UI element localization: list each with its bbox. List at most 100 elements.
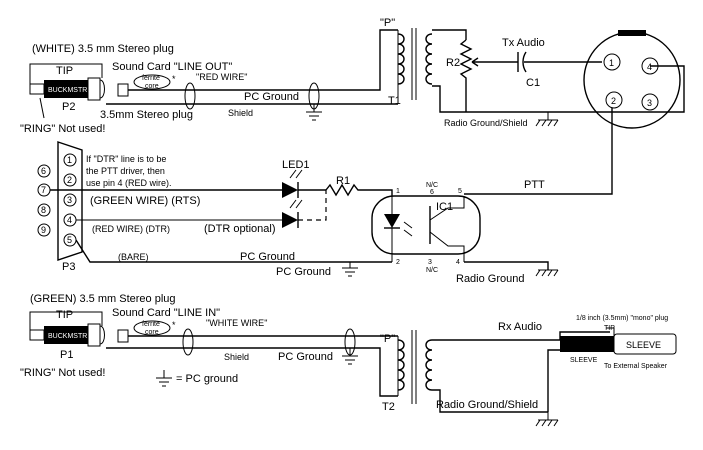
ic-pin-1: 1 xyxy=(396,188,400,195)
r2-label: R2 xyxy=(446,57,460,69)
r1-label: R1 xyxy=(336,175,350,187)
din-connector xyxy=(583,30,681,129)
radio-ground-mid-wire xyxy=(464,261,549,270)
t2-p-label: "P" xyxy=(380,333,395,345)
radio-ground-symbol-top xyxy=(535,112,559,127)
p2-red-wire-label: "RED WIRE" xyxy=(196,72,247,82)
p1-brand: BUCKMSTR xyxy=(48,333,87,340)
radio-ground-symbol-mid xyxy=(535,269,559,277)
din-shield-wire xyxy=(548,65,685,113)
ptt-wire xyxy=(464,108,613,195)
p2-ferrite-core: ferrite core * xyxy=(133,74,176,90)
green-wire-label: (GREEN WIRE) (RTS) xyxy=(90,195,200,207)
p2-tip-wire xyxy=(29,63,103,84)
pc-ground-legend-label: = PC ground xyxy=(176,373,238,385)
db9-pin-6: 6 xyxy=(41,166,46,176)
t2-sec-bottom xyxy=(432,389,548,413)
t1-name: T1 xyxy=(388,95,401,107)
radio-ground-shield-top-label: Radio Ground/Shield xyxy=(444,118,528,128)
db9-pin-7: 7 xyxy=(41,185,46,195)
tx-signal-wire xyxy=(128,29,398,91)
c1-label: C1 xyxy=(526,77,540,89)
bare-ground-wire xyxy=(75,239,392,263)
radio-ground-shield-bottom-label: Radio Ground/Shield xyxy=(436,399,538,411)
t1-p-label: "P" xyxy=(380,17,395,29)
p1-tip-wire xyxy=(29,311,103,330)
p1-tip-label: TIP xyxy=(56,309,73,321)
svg-text:ferrite: ferrite xyxy=(142,75,160,82)
db9-pin-3: 3 xyxy=(67,195,72,205)
pc-ground-mid2-label: PC Ground xyxy=(276,266,331,278)
svg-text:ferrite: ferrite xyxy=(142,321,160,328)
dtr-note-line-2: the PTT driver, then xyxy=(86,166,165,176)
led1-label: LED1 xyxy=(282,159,310,171)
r1-resistor xyxy=(325,183,393,197)
ptt-label: PTT xyxy=(524,179,545,191)
ic-pin-5: 5 xyxy=(458,188,462,195)
ext-speaker-label: To External Speaker xyxy=(604,363,668,370)
pc-ground-bottom-label: PC Ground xyxy=(278,351,333,363)
radio-ground-symbol-bottom xyxy=(535,412,559,427)
p2-plug-label: (WHITE) 3.5 mm Stereo plug xyxy=(32,43,174,55)
led-dtr-optional xyxy=(282,199,303,228)
ic1-label: IC1 xyxy=(436,201,453,213)
mono-plug-tip-label: TIP xyxy=(604,325,615,332)
dtr-note-line-1: If "DTR" line is to be xyxy=(86,154,166,164)
pc-ground-mid-label: PC Ground xyxy=(240,251,295,263)
svg-text:*: * xyxy=(172,320,176,330)
p2-soundcard-label: Sound Card "LINE OUT" xyxy=(112,61,232,73)
db9-pin-5: 5 xyxy=(67,235,72,245)
db9-connector-p3 xyxy=(37,141,83,261)
p1-ferrite-core: ferrite core * xyxy=(133,320,176,336)
din-pin-3: 3 xyxy=(647,98,652,108)
dtr-note-line-3: use pin 4 (RED wire). xyxy=(86,178,172,188)
p2-name: P2 xyxy=(62,101,75,113)
ic-pin-3: 3 xyxy=(428,259,432,266)
bare-label: (BARE) xyxy=(118,252,149,262)
pc-ground-symbol-top xyxy=(306,104,322,121)
ic-nc-bottom: N/C xyxy=(426,267,438,274)
p1-plug-label: (GREEN) 3.5 mm Stereo plug xyxy=(30,293,176,305)
ic-nc-top: N/C xyxy=(426,182,438,189)
p1-name: P1 xyxy=(60,349,73,361)
p1-soundcard-label: Sound Card "LINE IN" xyxy=(112,307,220,319)
mono-plug-sleeve-label: SLEEVE xyxy=(626,340,661,350)
db9-pin-8: 8 xyxy=(41,205,46,215)
din-pin-4: 4 xyxy=(647,62,652,72)
mono-plug-sleeve-small: SLEEVE xyxy=(570,357,598,364)
c1-capacitor xyxy=(517,51,602,73)
shield-top-label: Shield xyxy=(228,108,253,118)
svg-text:core: core xyxy=(145,83,159,90)
ic1-optocoupler xyxy=(371,195,481,262)
din-pin-2: 2 xyxy=(611,96,616,106)
t1-sec-bottom xyxy=(432,85,548,113)
p2-tip-label: TIP xyxy=(56,65,73,77)
transformer-t1 xyxy=(397,28,433,104)
db9-pin-1: 1 xyxy=(67,155,72,165)
p2-brand: BUCKMSTR xyxy=(48,87,87,94)
r2-potentiometer xyxy=(459,39,486,112)
ic-pin-2: 2 xyxy=(396,259,400,266)
db9-pin-9: 9 xyxy=(41,225,46,235)
led1 xyxy=(282,169,303,198)
dtr-optional-label: (DTR optional) xyxy=(204,223,276,235)
mono-plug xyxy=(560,327,677,355)
radio-ground-mid-label: Radio Ground xyxy=(456,273,525,285)
pc-ground-bottom-wire xyxy=(106,347,398,397)
rx-audio-label: Rx Audio xyxy=(498,321,542,333)
din-pin-1: 1 xyxy=(609,58,614,68)
tx-audio-label: Tx Audio xyxy=(502,37,545,49)
p2-joint xyxy=(117,83,129,97)
transformer-t2 xyxy=(397,330,433,404)
ic-pin-4: 4 xyxy=(456,259,460,266)
db9-pin-4: 4 xyxy=(67,215,72,225)
pc-ground-symbol-bottom xyxy=(342,348,358,365)
p1-ring-note: "RING" Not used! xyxy=(20,367,105,379)
shield-ring-1 xyxy=(184,82,196,110)
t2-name: T2 xyxy=(382,401,395,413)
speaker-sleeve-wire xyxy=(547,349,560,412)
red-wire-dtr-label: (RED WIRE) (DTR) xyxy=(92,224,170,234)
t1-sec-top xyxy=(432,29,467,40)
dtr-optional-path xyxy=(298,190,327,221)
